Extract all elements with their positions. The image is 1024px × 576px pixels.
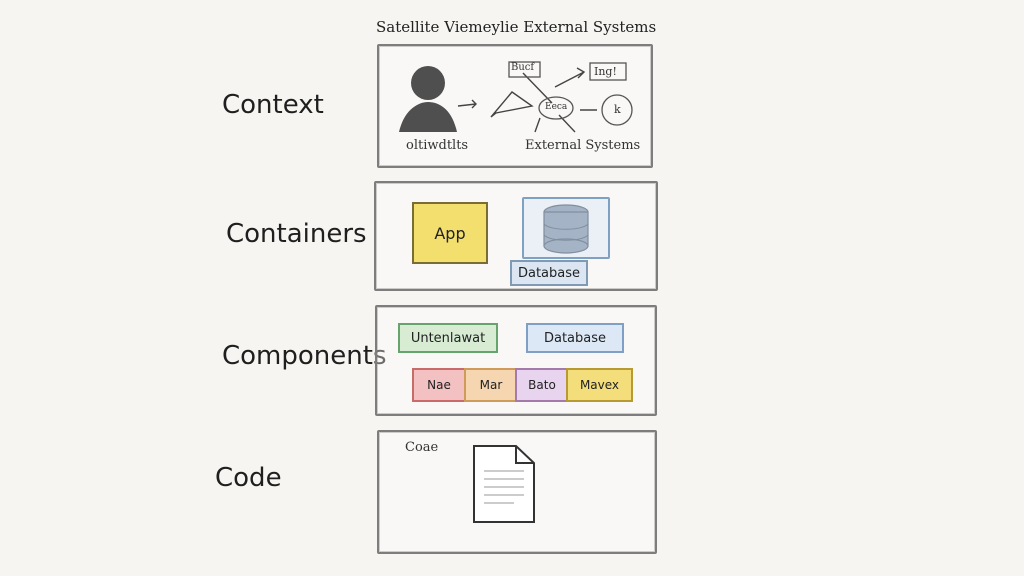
- component-top-left: Untenlawat: [398, 323, 498, 353]
- context-node-1-label: Bucf: [511, 62, 535, 73]
- code-panel-label: Coae: [405, 440, 439, 455]
- level-components-label: Components: [222, 341, 387, 371]
- database-container-label: Database: [510, 260, 588, 286]
- person-caption: oltiwdtlts: [406, 138, 469, 153]
- context-panel: [377, 44, 653, 168]
- node-ellipse: [538, 96, 574, 120]
- level-code-label: Code: [215, 463, 282, 493]
- context-node-3-label: Eeca: [545, 102, 568, 112]
- context-node-4-label: k: [614, 103, 621, 116]
- app-container: App: [412, 202, 488, 264]
- external-systems-caption: External Systems: [525, 138, 641, 153]
- component-chip-1: Nae: [412, 368, 466, 402]
- level-containers-label: Containers: [226, 219, 367, 249]
- node-box-2: [589, 62, 627, 81]
- database-frame: [522, 197, 610, 259]
- context-node-2-label: Ing!: [594, 65, 617, 78]
- component-chip-2: Mar: [464, 368, 518, 402]
- context-nodes: [508, 61, 633, 126]
- document-icon: [473, 445, 535, 523]
- component-top-right: Database: [526, 323, 624, 353]
- node-box-1: [508, 61, 541, 78]
- diagram-title: Satellite Viemeylie External Systems: [376, 18, 657, 36]
- person-icon: [399, 66, 457, 132]
- component-chip-4: Mavex: [566, 368, 633, 402]
- component-chip-3: Bato: [515, 368, 569, 402]
- node-circle: [601, 94, 633, 126]
- level-context-label: Context: [222, 90, 324, 120]
